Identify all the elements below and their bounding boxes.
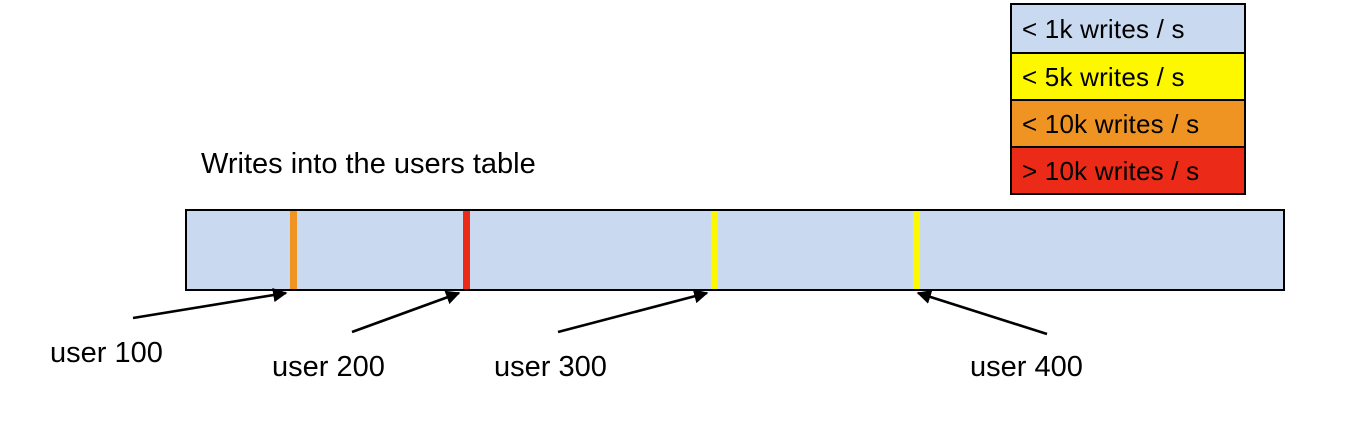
legend-item-lt-5k: < 5k writes / s	[1012, 52, 1244, 99]
user-100-stripe	[290, 211, 297, 289]
users-table-keyspace-bar	[185, 209, 1285, 291]
user-300-stripe	[711, 211, 718, 289]
arrow-user-300	[557, 289, 709, 334]
annotation-user-100: user 100	[50, 337, 163, 369]
legend-item-label: < 5k writes / s	[1022, 61, 1185, 92]
legend-item-lt-1k: < 1k writes / s	[1012, 5, 1244, 52]
chart-title: Writes into the users table	[201, 148, 536, 180]
legend: < 1k writes / s < 5k writes / s < 10k wr…	[1010, 3, 1246, 195]
user-400-stripe	[913, 211, 920, 289]
legend-item-label: > 10k writes / s	[1022, 155, 1200, 186]
annotation-user-200: user 200	[272, 351, 385, 383]
legend-item-gt-10k: > 10k writes / s	[1012, 146, 1244, 193]
arrow-user-400	[916, 290, 1048, 336]
user-200-stripe	[463, 211, 470, 289]
arrow-user-200	[351, 290, 461, 334]
legend-item-label: < 10k writes / s	[1022, 108, 1200, 139]
arrow-user-100	[132, 288, 288, 320]
legend-item-label: < 1k writes / s	[1022, 13, 1185, 44]
annotation-user-400: user 400	[970, 351, 1083, 383]
legend-item-lt-10k: < 10k writes / s	[1012, 99, 1244, 146]
annotation-user-300: user 300	[494, 351, 607, 383]
